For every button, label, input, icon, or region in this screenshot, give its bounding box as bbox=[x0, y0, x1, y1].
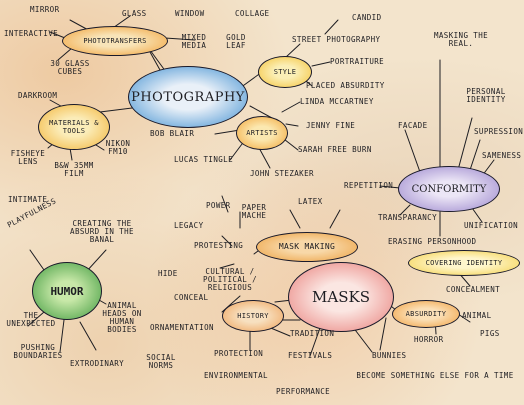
label-pushing: Pushing Boundaries bbox=[13, 343, 63, 360]
label-personal-identity: Personal Identity bbox=[466, 87, 506, 104]
label-transparancy: Transparancy bbox=[378, 213, 437, 222]
label-glass: Glass bbox=[122, 9, 147, 18]
label-john: John Stezaker bbox=[250, 169, 314, 178]
label-power: Power bbox=[206, 201, 231, 210]
node-materials-tools: Materials & Tools bbox=[38, 104, 110, 150]
label-linda: Linda McCartney bbox=[300, 97, 374, 106]
label-jenny: Jenny Fine bbox=[306, 121, 356, 130]
label-portraiture: Portraiture bbox=[330, 57, 385, 66]
label-animal-heads: Animal Heads on Human Bodies bbox=[102, 301, 142, 334]
node-covering-identity: Covering Identity bbox=[408, 250, 520, 276]
label-interactive: Interactive bbox=[4, 29, 59, 38]
label-festivals: Festivals bbox=[288, 351, 333, 360]
label-supression: Supression bbox=[474, 127, 524, 136]
label-protesting: Protesting bbox=[194, 241, 244, 250]
label-facade: Facade bbox=[398, 121, 428, 130]
label-street-photography: Street Photography bbox=[292, 35, 381, 44]
label-animal: Animal bbox=[462, 311, 492, 320]
label-repetition: Repetition bbox=[344, 181, 394, 190]
node-history: History bbox=[222, 300, 284, 332]
label-social-norms: Social Norms bbox=[146, 353, 176, 370]
label-concealment: Concealment bbox=[446, 285, 501, 294]
node-conformity: Conformity bbox=[398, 166, 500, 212]
label-performance: Performance bbox=[276, 387, 331, 396]
label-become: Become something else for a time bbox=[356, 371, 514, 380]
node-mask-making: Mask Making bbox=[256, 232, 358, 262]
label-darkroom: Darkroom bbox=[18, 91, 58, 100]
label-bunnies: Bunnies bbox=[372, 351, 407, 360]
node-absurdity: Absurdity bbox=[392, 300, 460, 328]
label-creating-absurd: Creating the Absurd in the Banal bbox=[70, 219, 134, 244]
label-pigs: Pigs bbox=[480, 329, 500, 338]
label-environmental: Environmental bbox=[204, 371, 268, 380]
label-latex: Latex bbox=[298, 197, 323, 206]
label-glass-cubes: 30 Glass Cubes bbox=[50, 59, 90, 76]
label-unexpected: The Unexpected bbox=[6, 311, 56, 328]
label-bw-film: B&W 35mm Film bbox=[54, 161, 94, 178]
label-intimate: Intimate bbox=[8, 195, 48, 204]
label-candid: Candid bbox=[352, 13, 382, 22]
label-tradition: Tradition bbox=[290, 329, 335, 338]
label-masking-real: Masking the Real. bbox=[433, 31, 489, 48]
label-legacy: Legacy bbox=[174, 221, 204, 230]
label-paper-mache: Paper Mache bbox=[241, 203, 267, 220]
label-hide: Hide bbox=[158, 269, 178, 278]
label-window: Window bbox=[175, 9, 205, 18]
label-lucas: Lucas Tingle bbox=[174, 155, 233, 164]
label-mirror: Mirror bbox=[30, 5, 60, 14]
label-sameness: Sameness bbox=[482, 151, 522, 160]
label-ornamentation: Ornamentation bbox=[150, 323, 214, 332]
node-artists: Artists bbox=[236, 116, 288, 150]
label-collage: Collage bbox=[235, 9, 270, 18]
label-protection: Protection bbox=[214, 349, 264, 358]
label-placed-absurdity: Placed Absurdity bbox=[306, 81, 385, 90]
label-gold-leaf: Gold Leaf bbox=[226, 33, 246, 50]
label-sarah: Sarah Free Burn bbox=[298, 145, 372, 154]
label-cultural: Cultural / Political / Religious bbox=[202, 267, 258, 292]
label-fisheye: Fisheye Lens bbox=[10, 149, 46, 166]
label-horror: Horror bbox=[414, 335, 444, 344]
node-masks: Masks bbox=[288, 262, 394, 332]
label-conceal: Conceal bbox=[174, 293, 209, 302]
label-mixed-media: Mixed Media bbox=[181, 33, 207, 50]
label-extraordinary: Extrodinary bbox=[70, 359, 125, 368]
label-bob: Bob Blair bbox=[150, 129, 195, 138]
node-humor: Humor bbox=[32, 262, 102, 320]
label-nikon: Nikon FM10 bbox=[105, 139, 131, 156]
node-style: Style bbox=[258, 56, 312, 88]
label-erasing: Erasing Personhood bbox=[388, 237, 477, 246]
label-unification: Unification bbox=[464, 221, 519, 230]
node-phototransfers: Phototransfers bbox=[62, 26, 168, 56]
node-photography: Photography bbox=[128, 66, 248, 128]
